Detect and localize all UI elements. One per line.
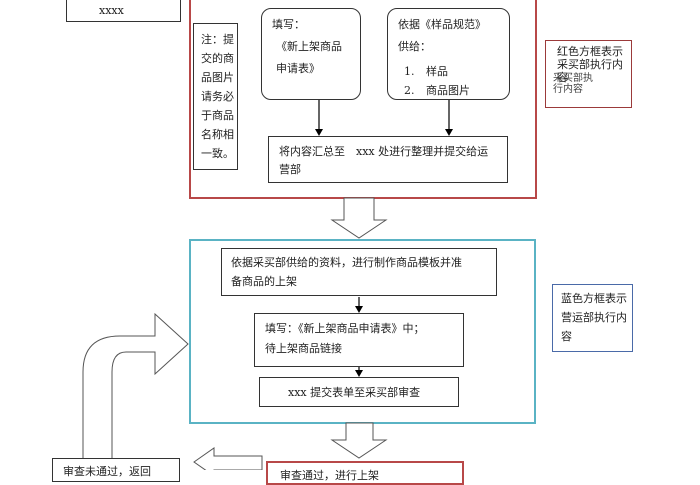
ops-step2-line2: 待上架商品链接 (265, 342, 342, 355)
fill-form-line3: 申请表》 (276, 62, 320, 75)
supply-item-1-num: 1. (404, 65, 415, 78)
ops-step3-box: xxx 提交表单至采买部审查 (259, 377, 459, 407)
ops-step2-line1: 填写：《新上架商品申请表》中； (265, 322, 425, 335)
block-arrow-down-1 (330, 197, 388, 239)
upload-note-text: 注：提交的商品图片请务必于商品名称相一致。 (201, 33, 234, 160)
summary-box: 将内容汇总至 xxx 处进行整理并提交给运 营部 (268, 136, 508, 183)
ops-step1-box: 依据采买部供给的资料，进行制作商品模板并准 备商品的上架 (221, 248, 497, 296)
review-failed-box: 审查未通过，返回 (52, 458, 180, 482)
summary-line2: 营部 (279, 163, 301, 176)
red-legend-text: 红色方框表示采买部执行内容 (557, 45, 623, 84)
ops-step2-box: 填写：《新上架商品申请表》中； 待上架商品链接 (254, 313, 464, 367)
review-failed-text: 审查未通过，返回 (63, 465, 151, 478)
upload-note-box: 注：提交的商品图片请务必于商品名称相一致。 (193, 23, 238, 170)
red-legend-note: 红色方框表示采买部执行内容 采买部执行内容 (545, 40, 632, 108)
top-left-box-text: xxxx (99, 4, 124, 17)
return-curved-arrow (82, 312, 189, 470)
fill-form-line2: 《新上架商品 (276, 40, 342, 53)
supply-item-1-label: 样品 (426, 65, 448, 78)
supply-item-2-num: 2. (404, 84, 415, 97)
summary-line1: 将内容汇总至 xxx 处进行整理并提交给运 (279, 145, 489, 158)
fill-form-box: 填写： 《新上架商品 申请表》 (261, 8, 361, 100)
supply-box: 依据《样品规范》 供给： 1. 样品 2. 商品图片 (387, 8, 510, 100)
review-passed-box: 审查通过，进行上架 (266, 461, 464, 485)
supply-line1: 依据《样品规范》 (398, 18, 486, 31)
top-left-box: xxxx (66, 0, 181, 22)
blue-legend-text: 蓝色方框表示营运部执行内容 (561, 292, 627, 343)
supply-line2: 供给： (398, 40, 431, 53)
ops-step1-line2: 备商品的上架 (231, 275, 297, 288)
ops-step3-text: xxx 提交表单至采买部审查 (288, 386, 421, 399)
block-arrow-left (193, 447, 263, 470)
diagram-graphics (82, 0, 537, 470)
fill-form-line1: 填写： (272, 18, 305, 31)
supply-item-2-label: 商品图片 (426, 84, 470, 97)
blue-legend-note: 蓝色方框表示营运部执行内容 (552, 284, 633, 352)
block-arrow-down-2 (330, 422, 388, 459)
red-legend-text-overlap: 采买部执行内容 (553, 73, 593, 95)
ops-step1-line1: 依据采买部供给的资料，进行制作商品模板并准 (231, 256, 462, 269)
